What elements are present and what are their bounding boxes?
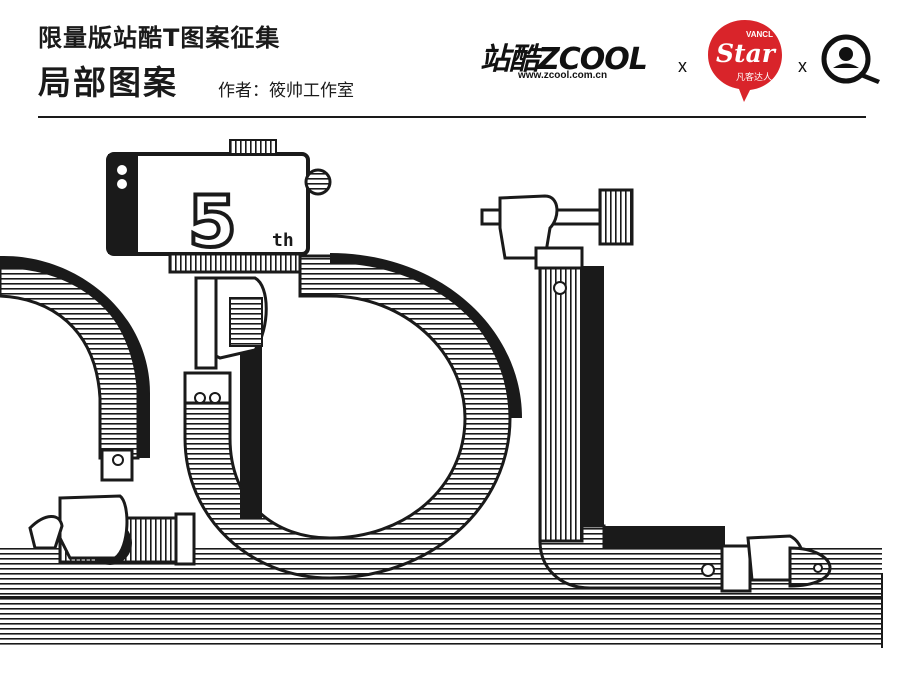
letter-l-tube <box>538 264 752 593</box>
logo-separator: x <box>678 56 687 76</box>
zcool-letters-illustration: 5 th <box>0 139 883 648</box>
zcool-logo-url: www.zcool.com.cn <box>518 70 608 81</box>
letter-c-tube <box>0 255 150 460</box>
header: 限量版站酷T图案征集 局部图案 作者：筱帅工作室 站酷ZCOOL www.zco… <box>0 0 900 118</box>
author-credit: 作者：筱帅工作室 <box>218 81 354 101</box>
hand-under-camera <box>194 276 268 370</box>
badge-number: 5 <box>188 181 237 263</box>
zcool-artwork: 5 th <box>0 118 900 675</box>
header-divider <box>38 116 866 118</box>
bottom-right-hand <box>746 534 832 588</box>
speech-bubble-icon <box>708 20 782 102</box>
q-logo <box>820 34 884 84</box>
page-subtitle: 局部图案 <box>38 63 178 102</box>
vancl-star-text: Star <box>716 39 775 68</box>
vancl-star-logo: VANCL Star 凡客达人 <box>706 18 784 104</box>
q-logo-icon <box>821 34 880 84</box>
logo-separator-2: x <box>798 56 807 76</box>
camera-badge: 5 th <box>106 139 332 274</box>
vancl-cn-text: 凡客达人 <box>736 73 773 83</box>
hand-with-bolt <box>480 188 634 270</box>
vancl-brand: VANCL <box>746 30 773 39</box>
zcool-logo-text: 站酷ZCOOL <box>480 42 648 77</box>
zcool-logo: 站酷ZCOOL www.zcool.com.cn <box>480 34 660 82</box>
page-title: 限量版站酷T图案征集 <box>38 24 281 52</box>
bottom-left-hand <box>28 448 196 566</box>
badge-suffix: th <box>272 230 294 251</box>
